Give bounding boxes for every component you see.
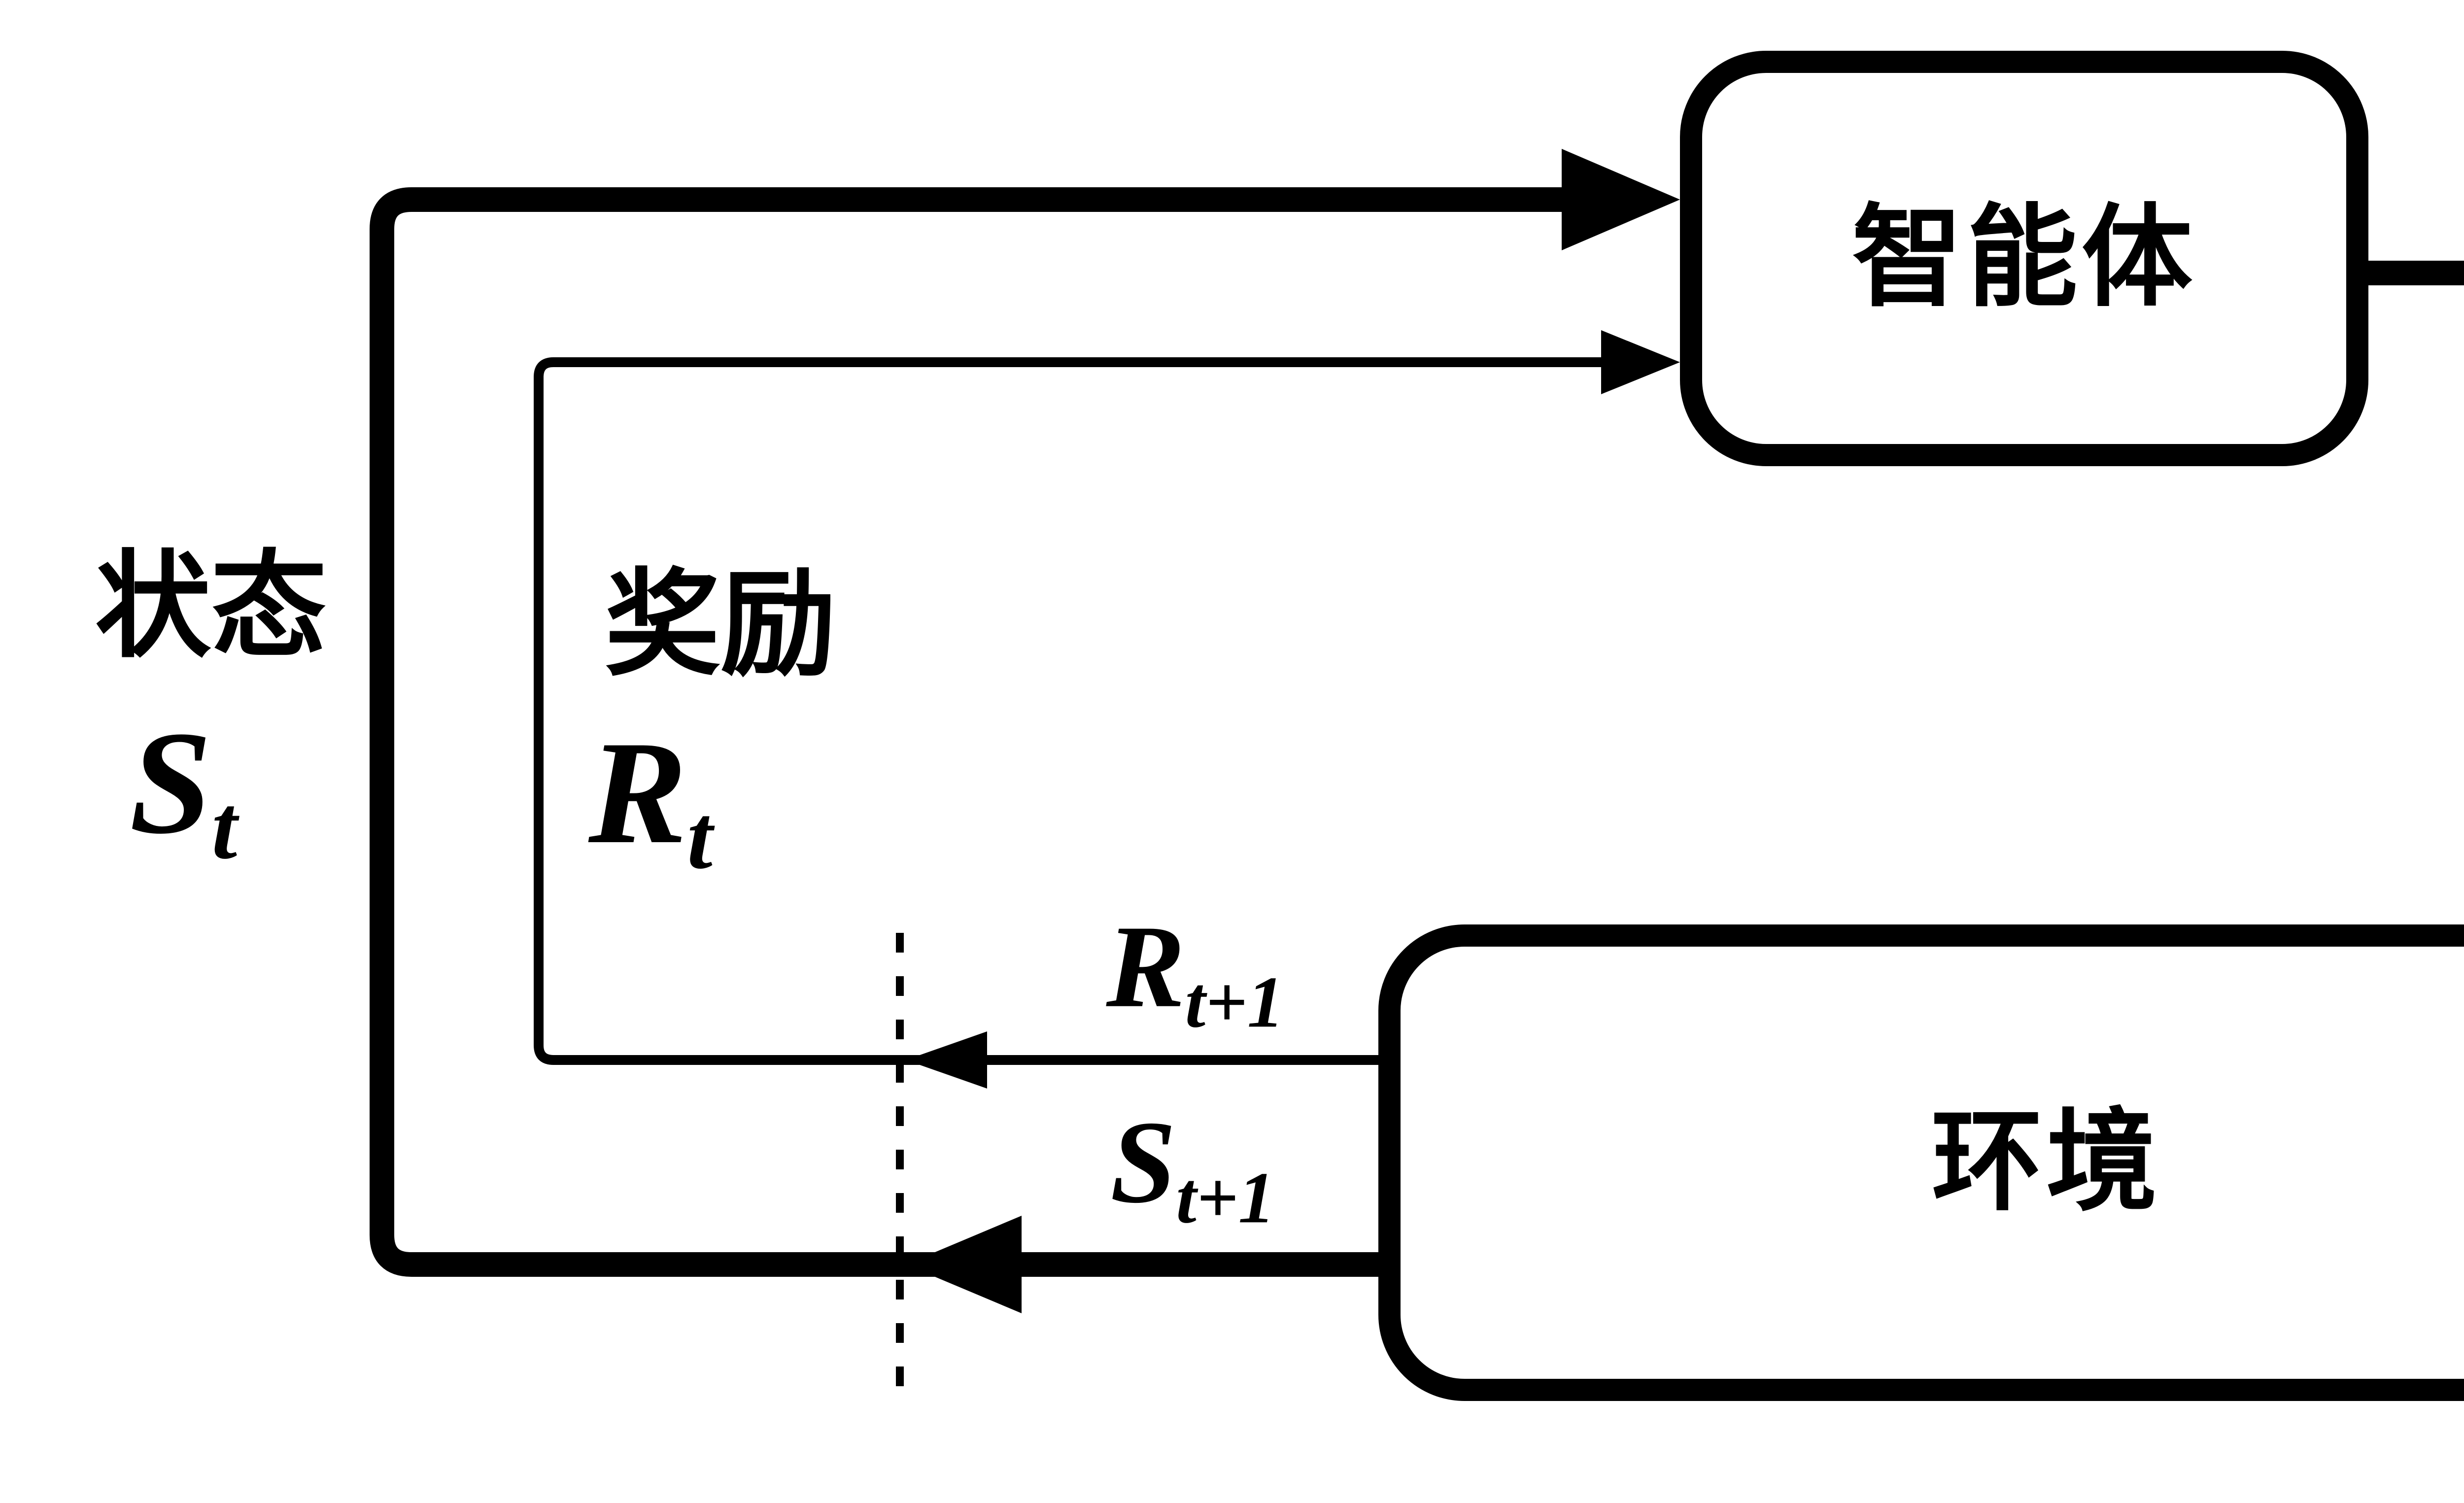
agent-label: 智能体	[1852, 197, 2196, 320]
reward-symbol-main: R	[588, 710, 687, 874]
next-reward-symbol-subscript: t+1	[1185, 961, 1284, 1043]
next-reward-symbol: Rt+1	[1106, 907, 1284, 1039]
environment-label: 环境	[1931, 1101, 2161, 1224]
state-caption: 状态	[95, 543, 327, 672]
environment-box: 环境	[1378, 924, 2464, 1401]
agent-box: 智能体	[1680, 51, 2368, 466]
reward-loop-line	[534, 357, 1607, 1065]
reward-symbol-subscript: t	[687, 786, 713, 888]
reward-into-agent-arrowhead-icon	[1601, 330, 1680, 394]
next-reward-arrowhead-icon	[906, 1031, 987, 1089]
state-loop-line	[370, 187, 1570, 1277]
state-symbol: St	[130, 709, 238, 873]
next-state-symbol: St+1	[1110, 1103, 1275, 1235]
next-state-symbol-main: S	[1110, 1096, 1176, 1228]
reward-caption: 奖励	[605, 561, 836, 690]
next-reward-symbol-main: R	[1106, 900, 1185, 1032]
state-symbol-main: S	[129, 700, 212, 864]
state-symbol-subscript: t	[211, 777, 238, 879]
state-into-agent-arrowhead-icon	[1562, 149, 1680, 250]
next-state-symbol-subscript: t+1	[1176, 1157, 1275, 1239]
reward-symbol: Rt	[588, 718, 713, 883]
next-state-arrowhead-icon	[906, 1216, 1022, 1313]
